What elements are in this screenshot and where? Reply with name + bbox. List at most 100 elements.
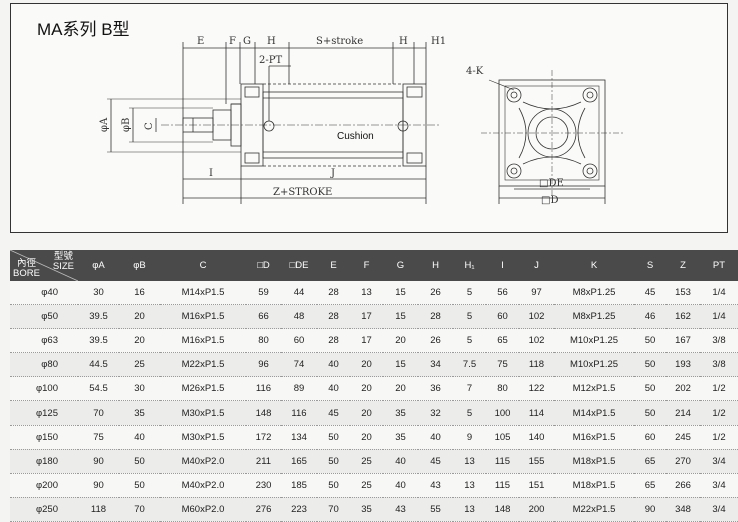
table-cell: 214	[666, 400, 700, 426]
dim-label-h: H	[267, 36, 276, 47]
table-cell: M18xP1.5	[554, 449, 634, 474]
table-cell: 134	[281, 425, 317, 450]
table-cell: 5	[453, 400, 486, 426]
cylinder-drawing: E F G H S+stroke H H1 2-PT 4-K φA φB C I…	[99, 36, 623, 206]
table-cell: 20	[350, 352, 383, 378]
table-cell: 40	[119, 425, 160, 450]
table-cell: 3/8	[700, 328, 738, 354]
bore-cell: φ80	[10, 352, 78, 378]
table-cell: 172	[246, 425, 281, 450]
table-cell: 66	[246, 304, 281, 330]
table-cell: 116	[246, 376, 281, 402]
dim-label-phi-b: φB	[121, 118, 132, 132]
column-header: φA	[78, 250, 119, 281]
table-cell: 74	[281, 352, 317, 378]
table-cell: 165	[281, 449, 317, 474]
table-cell: 162	[666, 304, 700, 330]
table-cell: 60	[634, 425, 666, 450]
table-cell: 50	[317, 449, 350, 474]
table-cell: 40	[317, 352, 350, 378]
table-cell: 40	[317, 376, 350, 402]
column-header: □DE	[281, 250, 317, 281]
table-cell: 34	[418, 352, 453, 378]
table-cell: M8xP1.25	[554, 281, 634, 306]
table-cell: 50	[634, 400, 666, 426]
table-cell: 1/2	[700, 425, 738, 450]
table-cell: 185	[281, 473, 317, 498]
column-header: F	[350, 250, 383, 281]
page-title: MA系列 B型	[37, 20, 130, 39]
dim-label-2pt: 2-PT	[259, 55, 282, 66]
table-cell: 200	[519, 497, 554, 522]
column-header: G	[383, 250, 418, 281]
table-cell: 100	[486, 400, 519, 426]
table-cell: 48	[281, 304, 317, 330]
table-cell: 45	[418, 449, 453, 474]
table-cell: 50	[317, 425, 350, 450]
dim-label-d: □D	[541, 195, 558, 206]
column-header: φB	[119, 250, 160, 281]
column-header: H₁	[453, 250, 486, 281]
table-cell: 9	[453, 425, 486, 450]
table-cell: 276	[246, 497, 281, 522]
table-cell: 70	[78, 400, 119, 426]
dim-label-phi-a: φA	[99, 117, 110, 132]
table-cell: 59	[246, 281, 281, 306]
table-cell: M14xP1.5	[160, 281, 246, 306]
table-cell: 20	[119, 328, 160, 354]
table-cell: 266	[666, 473, 700, 498]
table-cell: 230	[246, 473, 281, 498]
table-cell: M16xP1.5	[554, 425, 634, 450]
table-cell: 1/2	[700, 376, 738, 402]
table-cell: 223	[281, 497, 317, 522]
table-cell: 140	[519, 425, 554, 450]
table-cell: 151	[519, 473, 554, 498]
table-cell: 30	[78, 281, 119, 306]
table-cell: 20	[350, 425, 383, 450]
dim-label-4k: 4-K	[466, 66, 484, 77]
table-cell: 25	[350, 473, 383, 498]
table-cell: 60	[281, 328, 317, 354]
table-cell: 90	[78, 473, 119, 498]
table-cell: 17	[350, 304, 383, 330]
table-cell: 30	[119, 376, 160, 402]
bore-cell: φ50	[10, 304, 78, 330]
table-cell: 15	[383, 352, 418, 378]
table-cell: 44	[281, 281, 317, 306]
dim-label-c: C	[144, 122, 155, 130]
table-cell: M26xP1.5	[160, 376, 246, 402]
table-cell: 102	[519, 304, 554, 330]
table-cell: 115	[486, 449, 519, 474]
table-cell: 44.5	[78, 352, 119, 378]
table-cell: 46	[634, 304, 666, 330]
column-header: PT	[700, 250, 738, 281]
table-cell: 45	[634, 281, 666, 306]
table-cell: 28	[418, 304, 453, 330]
table-cell: 20	[119, 304, 160, 330]
corner-size-label: 型號 SIZE	[53, 252, 74, 272]
table-cell: 3/4	[700, 449, 738, 474]
table-cell: 39.5	[78, 304, 119, 330]
corner-size-cn: 型號	[53, 251, 73, 262]
dim-label-s-stroke: S+stroke	[316, 36, 363, 47]
table-cell: 35	[350, 497, 383, 522]
table-cell: 5	[453, 304, 486, 330]
table-cell: 75	[486, 352, 519, 378]
table-cell: 102	[519, 328, 554, 354]
column-header: □D	[246, 250, 281, 281]
bore-cell: φ125	[10, 400, 78, 426]
table-cell: 26	[418, 328, 453, 354]
table-cell: 211	[246, 449, 281, 474]
table-cell: M60xP2.0	[160, 497, 246, 522]
table-cell: 54.5	[78, 376, 119, 402]
table-cell: 50	[634, 328, 666, 354]
table-cell: M10xP1.25	[554, 328, 634, 354]
table-cell: 32	[418, 400, 453, 426]
table-cell: 56	[486, 281, 519, 306]
